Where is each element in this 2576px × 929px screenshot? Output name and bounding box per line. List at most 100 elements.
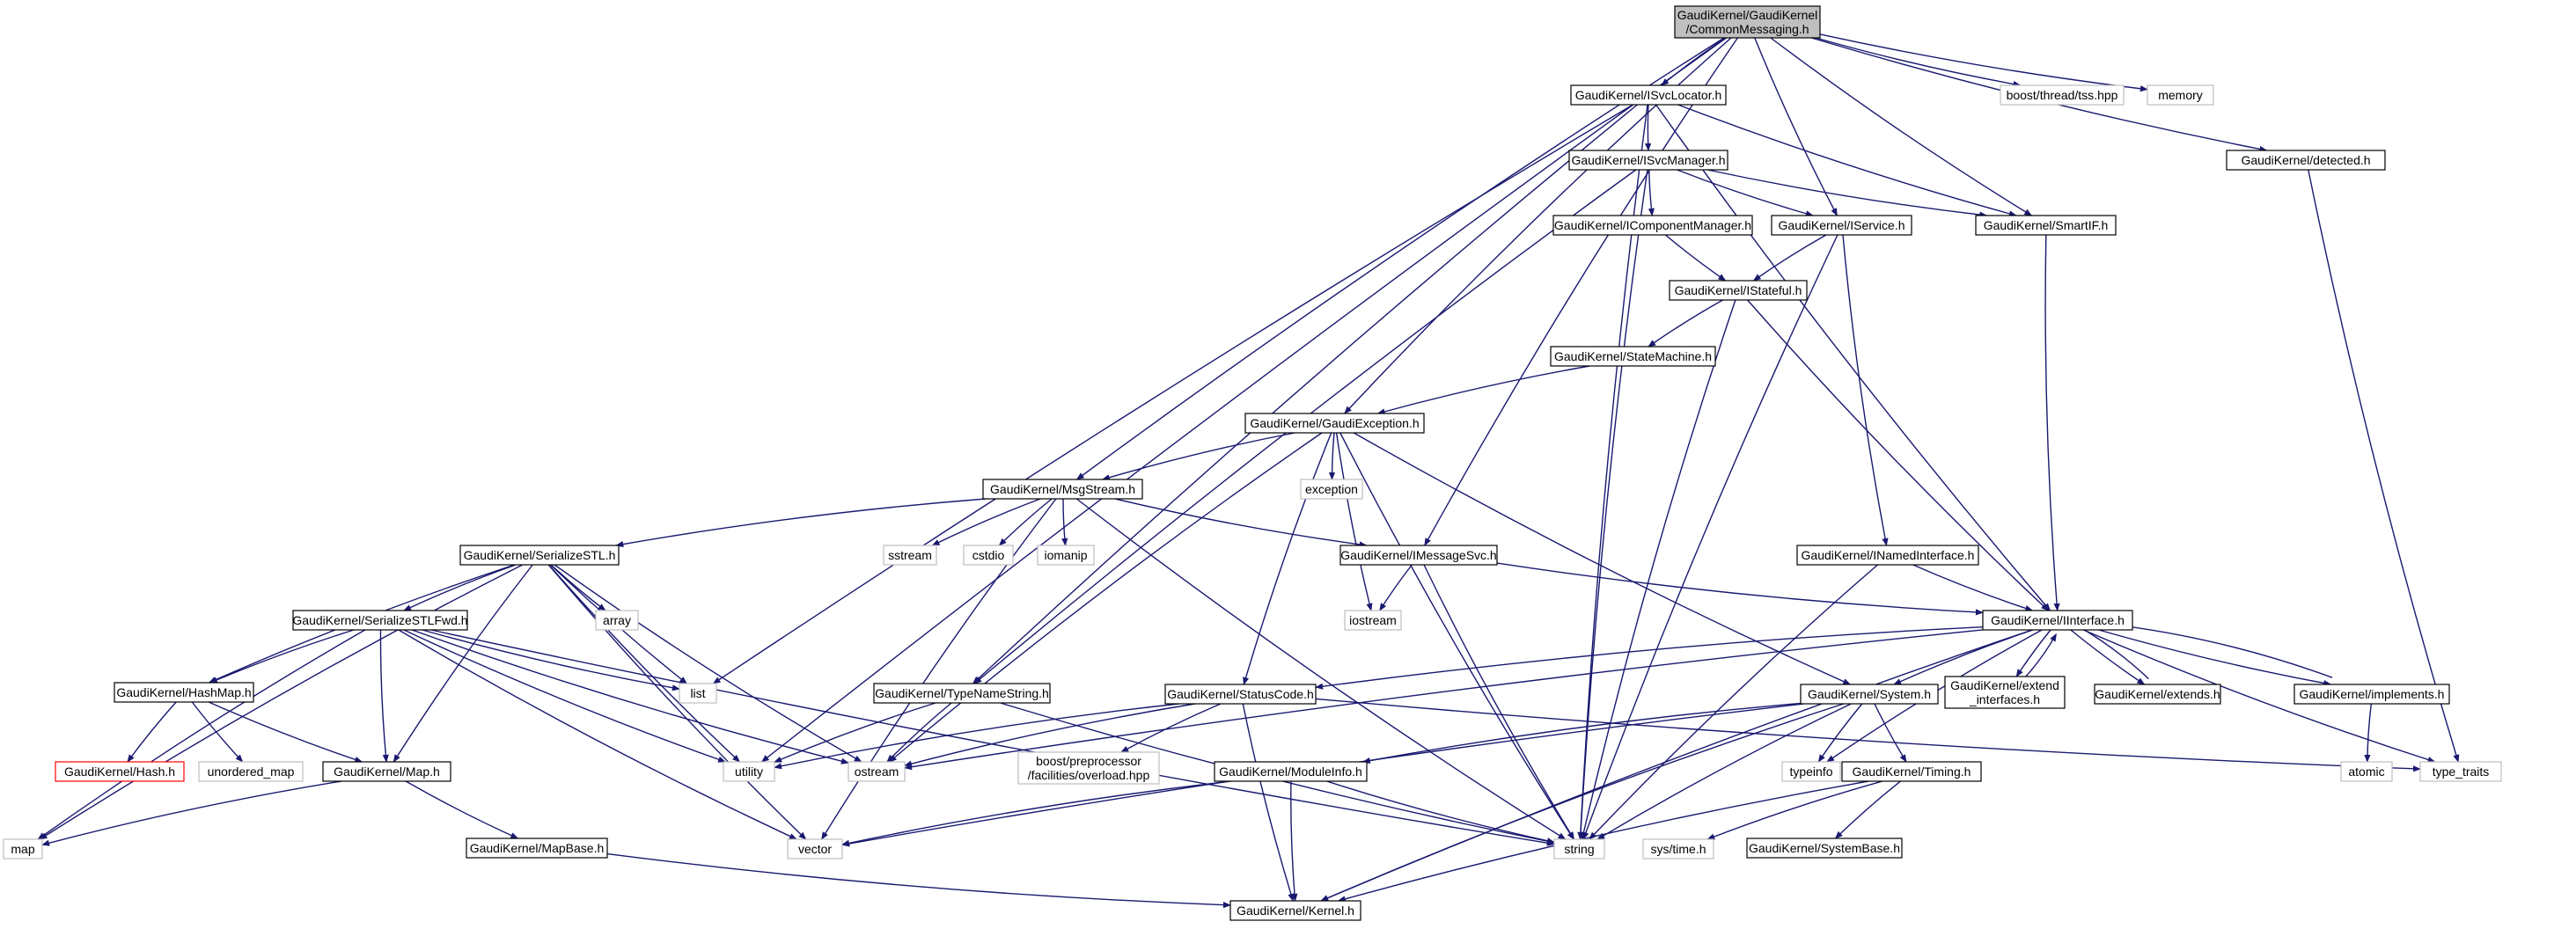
edge-gaudiexception-to-msgstream bbox=[1101, 432, 1295, 481]
node-label-root: GaudiKernel/GaudiKernel bbox=[1677, 8, 1818, 22]
edge-gaudiexception-to-exception bbox=[1328, 432, 1336, 480]
edge-moduleinfo-to-string bbox=[1326, 780, 1555, 845]
edge-system-to-string bbox=[1596, 703, 1852, 840]
node-hash[interactable]: GaudiKernel/Hash.h bbox=[55, 761, 185, 782]
edge-iservice-to-istateful bbox=[1752, 234, 1827, 282]
node-inamedinterface[interactable]: GaudiKernel/INamedInterface.h bbox=[1796, 545, 1979, 566]
node-kernel[interactable]: GaudiKernel/Kernel.h bbox=[1229, 900, 1361, 921]
node-box-iomanip bbox=[1037, 545, 1095, 566]
node-imessagesvc[interactable]: GaudiKernel/IMessageSvc.h bbox=[1339, 545, 1498, 566]
node-type_traits: type_traits bbox=[2419, 761, 2502, 782]
edge-implements-to-iinterface bbox=[2099, 620, 2333, 678]
edge-msgstream-to-string bbox=[1075, 498, 1567, 840]
edge-detected-to-type_traits bbox=[2308, 169, 2460, 763]
node-box-cstdio bbox=[963, 545, 1014, 566]
node-box-timing bbox=[1841, 761, 1982, 782]
node-box-utility bbox=[723, 761, 775, 782]
node-string: string bbox=[1553, 838, 1605, 860]
header-nodes: GaudiKernel/GaudiKernel/CommonMessaging.… bbox=[3, 5, 2502, 921]
node-label-iinterface: GaudiKernel/IInterface.h bbox=[1991, 613, 2125, 627]
node-label-imessagesvc: GaudiKernel/IMessageSvc.h bbox=[1340, 548, 1496, 562]
node-typenamestring[interactable]: GaudiKernel/TypeNameString.h bbox=[873, 683, 1051, 704]
node-box-smartif bbox=[1975, 215, 2117, 236]
node-iinterface[interactable]: GaudiKernel/IInterface.h bbox=[1982, 610, 2133, 631]
node-iservice[interactable]: GaudiKernel/IService.h bbox=[1771, 215, 1912, 236]
node-hashmap[interactable]: GaudiKernel/HashMap.h bbox=[114, 682, 254, 703]
edge-msgstream-to-cstdio bbox=[998, 498, 1053, 546]
node-serializestl[interactable]: GaudiKernel/SerializeSTL.h bbox=[459, 545, 620, 566]
edge-istateful-to-iinterface bbox=[1747, 299, 2050, 611]
node-label-icomponentmanager: GaudiKernel/IComponentManager.h bbox=[1554, 218, 1751, 232]
edge-smartif-to-iinterface bbox=[2044, 234, 2060, 611]
edge-serializestl-to-array bbox=[550, 564, 606, 611]
edge-root-to-utility bbox=[760, 37, 1727, 763]
edge-gaudiexception-to-iostream bbox=[1335, 432, 1373, 611]
edge-isvclocator-to-list bbox=[712, 104, 1633, 684]
node-label-sstream: sstream bbox=[888, 548, 932, 562]
node-extends[interactable]: GaudiKernel/extends.h bbox=[2094, 684, 2221, 705]
node-label-utility: utility bbox=[735, 764, 763, 779]
edge-moduleinfo-to-kernel bbox=[1290, 780, 1298, 902]
node-box-gaudiexception bbox=[1244, 413, 1425, 434]
node-box-serializestl bbox=[459, 545, 620, 566]
node-icomponentmanager[interactable]: GaudiKernel/IComponentManager.h bbox=[1552, 215, 1753, 236]
node-timing[interactable]: GaudiKernel/Timing.h bbox=[1841, 761, 1982, 782]
node-moduleinfo[interactable]: GaudiKernel/ModuleInfo.h bbox=[1214, 761, 1368, 782]
node-ostream: ostream bbox=[848, 761, 906, 782]
node-smartif[interactable]: GaudiKernel/SmartIF.h bbox=[1975, 215, 2117, 236]
node-extend_interfaces[interactable]: GaudiKernel/extend_interfaces.h bbox=[1944, 676, 2066, 709]
node-system[interactable]: GaudiKernel/System.h bbox=[1800, 684, 1939, 705]
node-statemachine[interactable]: GaudiKernel/StateMachine.h bbox=[1550, 346, 1716, 367]
node-detected[interactable]: GaudiKernel/detected.h bbox=[2226, 150, 2386, 171]
edge-serializestl-to-map_h bbox=[393, 564, 533, 763]
node-box-iinterface bbox=[1982, 610, 2133, 631]
node-systembase[interactable]: GaudiKernel/SystemBase.h bbox=[1746, 838, 1903, 859]
node-box-extend_interfaces bbox=[1944, 676, 2066, 709]
node-label-statemachine: GaudiKernel/StateMachine.h bbox=[1554, 349, 1712, 363]
node-isvclocator[interactable]: GaudiKernel/ISvcLocator.h bbox=[1570, 84, 1727, 106]
node-boost_overload: boost/preprocessor/facilities/overload.h… bbox=[1017, 751, 1160, 785]
node-box-statemachine bbox=[1550, 346, 1716, 367]
edge-implements-to-atomic bbox=[2364, 703, 2372, 763]
node-vector: vector bbox=[787, 838, 843, 860]
node-statuscode[interactable]: GaudiKernel/StatusCode.h bbox=[1164, 684, 1317, 705]
node-label-map: map bbox=[11, 842, 34, 856]
node-map_h[interactable]: GaudiKernel/Map.h bbox=[322, 761, 451, 782]
node-serializestlfwd[interactable]: GaudiKernel/SerializeSTLFwd.h bbox=[292, 610, 468, 631]
node-box-boost_overload bbox=[1017, 751, 1160, 785]
edge-serializestl-to-utility bbox=[548, 564, 741, 763]
node-box-serializestlfwd bbox=[292, 610, 468, 631]
edge-iservice-to-string bbox=[1582, 234, 1838, 840]
node-label-unordered_map: unordered_map bbox=[208, 764, 295, 779]
node-box-array bbox=[595, 610, 639, 631]
node-mapbase[interactable]: GaudiKernel/MapBase.h bbox=[466, 838, 608, 859]
edge-inamedinterface-to-string bbox=[1589, 564, 1878, 840]
edge-isvcmanager-to-iservice bbox=[1677, 169, 1814, 217]
edge-serializestlfwd-to-list bbox=[422, 629, 680, 691]
node-istateful[interactable]: GaudiKernel/IStateful.h bbox=[1669, 280, 1808, 301]
edge-msgstream-to-imessagesvc bbox=[1114, 498, 1368, 548]
node-label-smartif: GaudiKernel/SmartIF.h bbox=[1984, 218, 2109, 232]
edge-map_h-to-mapbase bbox=[405, 780, 519, 839]
edge-iinterface-to-extends bbox=[2070, 629, 2146, 685]
node-label-serializestlfwd: GaudiKernel/SerializeSTLFwd.h bbox=[292, 613, 467, 627]
edge-statuscode-to-kernel bbox=[1242, 703, 1295, 902]
node-label-systime: sys/time.h bbox=[1650, 842, 1706, 856]
edge-statuscode-to-ostream bbox=[904, 703, 1195, 767]
node-box-mapbase bbox=[466, 838, 608, 859]
node-label-type_traits: type_traits bbox=[2433, 764, 2490, 779]
node-msgstream[interactable]: GaudiKernel/MsgStream.h bbox=[982, 479, 1143, 500]
node-box-vector bbox=[787, 838, 843, 860]
node-label-statuscode: GaudiKernel/StatusCode.h bbox=[1167, 687, 1314, 701]
node-label-string: string bbox=[1564, 842, 1594, 856]
edge-typenamestring-to-utility bbox=[774, 702, 936, 763]
edge-isvclocator-to-string bbox=[1577, 104, 1648, 840]
node-gaudiexception[interactable]: GaudiKernel/GaudiException.h bbox=[1244, 413, 1425, 434]
node-box-memory bbox=[2147, 84, 2214, 106]
node-label-boost_tss: boost/thread/tss.hpp bbox=[2007, 88, 2118, 102]
node-box-sstream bbox=[883, 545, 937, 566]
edge-system-to-timing bbox=[1874, 703, 1907, 763]
node-implements[interactable]: GaudiKernel/implements.h bbox=[2293, 684, 2450, 705]
node-label-typeinfo: typeinfo bbox=[1789, 764, 1832, 779]
node-isvcmanager[interactable]: GaudiKernel/ISvcManager.h bbox=[1568, 150, 1728, 171]
